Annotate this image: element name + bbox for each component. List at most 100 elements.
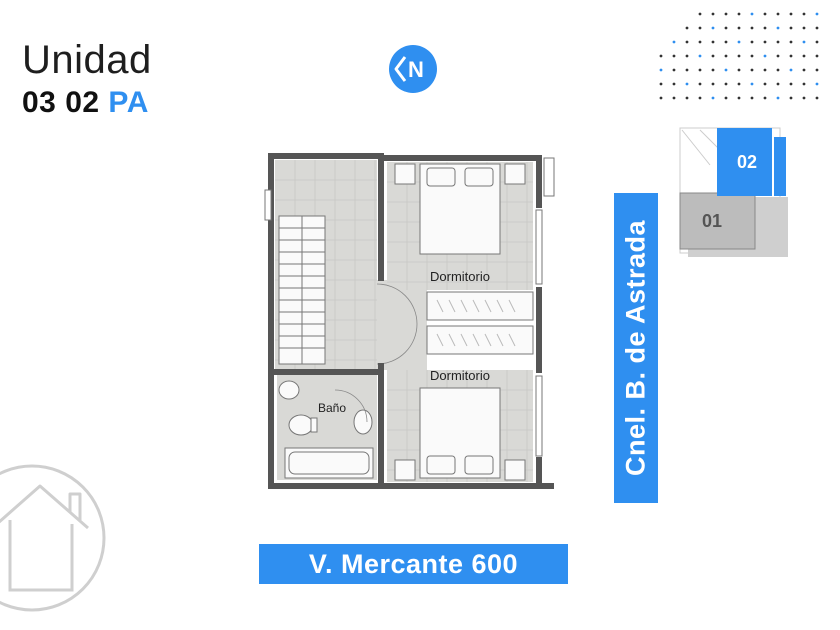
logo-letter: N xyxy=(408,57,424,82)
decorative-dot xyxy=(672,68,676,72)
decorative-dot xyxy=(802,12,806,16)
decorative-dot xyxy=(789,82,793,86)
decorative-dot xyxy=(698,82,702,86)
decorative-dot xyxy=(698,26,702,30)
decorative-dot xyxy=(685,82,689,86)
unit-suffix: PA xyxy=(108,86,149,119)
street-name-side: Cnel. B. de Astrada xyxy=(620,219,651,477)
decorative-dot xyxy=(750,68,754,72)
floor-plan: Dormitorio Dormitorio Baño xyxy=(264,153,555,489)
decorative-dot xyxy=(802,96,806,100)
room-label-bedroom-bottom: Dormitorio xyxy=(430,368,490,383)
unit-number: 03 02 xyxy=(22,86,100,119)
decorative-dot xyxy=(789,54,793,58)
decorative-dot xyxy=(763,82,767,86)
decorative-dot xyxy=(815,96,819,100)
room-label-bedroom-top: Dormitorio xyxy=(430,269,490,284)
wardrobes xyxy=(426,291,534,355)
decorative-dot xyxy=(724,82,728,86)
decorative-dot xyxy=(815,26,819,30)
decorative-dot xyxy=(698,54,702,58)
decorative-dot xyxy=(815,12,819,16)
decorative-dot xyxy=(685,26,689,30)
decorative-dot xyxy=(685,54,689,58)
key-plan: 02 01 xyxy=(679,127,788,257)
decorative-dot xyxy=(711,12,715,16)
decorative-dot xyxy=(698,68,702,72)
decorative-dot xyxy=(711,26,715,30)
decorative-dot xyxy=(711,82,715,86)
windows xyxy=(264,157,555,457)
room-label-bathroom: Baño xyxy=(318,401,346,415)
decorative-dot xyxy=(763,54,767,58)
decorative-dot xyxy=(789,96,793,100)
key-unit-02: 02 xyxy=(737,152,757,172)
decorative-dot xyxy=(776,68,780,72)
decorative-dot xyxy=(802,54,806,58)
decorative-dot xyxy=(737,68,741,72)
decorative-dot xyxy=(737,82,741,86)
decorative-dot xyxy=(737,40,741,44)
decorative-dot xyxy=(672,82,676,86)
decorative-dot xyxy=(659,68,663,72)
decorative-dot xyxy=(724,12,728,16)
street-label-front: V. Mercante 600 xyxy=(259,544,568,584)
decorative-dot xyxy=(711,40,715,44)
decorative-dot xyxy=(776,96,780,100)
decorative-dot xyxy=(815,54,819,58)
decorative-dot xyxy=(763,12,767,16)
decorative-dot xyxy=(698,12,702,16)
decorative-dot xyxy=(750,12,754,16)
decorative-dot xyxy=(802,68,806,72)
decorative-dot xyxy=(776,40,780,44)
decorative-dot xyxy=(685,40,689,44)
decorative-dot xyxy=(698,96,702,100)
decorative-dot xyxy=(776,26,780,30)
decorative-dot xyxy=(750,82,754,86)
bathroom-fixtures xyxy=(278,380,374,479)
decorative-dot xyxy=(802,40,806,44)
bed-top xyxy=(394,163,526,255)
decorative-dot xyxy=(724,26,728,30)
decorative-dot xyxy=(815,82,819,86)
decorative-dot xyxy=(815,68,819,72)
house-watermark-icon xyxy=(0,464,106,612)
decorative-dot xyxy=(672,40,676,44)
decorative-dot xyxy=(789,12,793,16)
decorative-dot xyxy=(789,26,793,30)
decorative-dot xyxy=(750,40,754,44)
decorative-dot xyxy=(659,54,663,58)
decorative-dot xyxy=(659,96,663,100)
decorative-dot xyxy=(763,68,767,72)
decorative-dot xyxy=(672,96,676,100)
decorative-dot xyxy=(750,96,754,100)
decorative-dot xyxy=(763,26,767,30)
decorative-dot xyxy=(724,96,728,100)
decorative-dot xyxy=(750,54,754,58)
decorative-dot xyxy=(776,12,780,16)
decorative-dot xyxy=(789,40,793,44)
decorative-dot xyxy=(802,82,806,86)
decorative-dot xyxy=(737,12,741,16)
decorative-dot xyxy=(724,68,728,72)
decorative-dot xyxy=(685,68,689,72)
decorative-dot xyxy=(815,40,819,44)
decorative-dot xyxy=(737,96,741,100)
street-label-side: Cnel. B. de Astrada xyxy=(614,193,658,503)
decorative-dot xyxy=(763,96,767,100)
decorative-dot xyxy=(776,54,780,58)
decorative-dot-grid xyxy=(659,12,819,100)
decorative-dot xyxy=(711,68,715,72)
decorative-dot xyxy=(711,96,715,100)
decorative-dot xyxy=(737,54,741,58)
key-unit-01: 01 xyxy=(702,211,722,231)
bed-bottom xyxy=(394,387,526,481)
page-title: Unidad xyxy=(22,38,152,82)
decorative-dot xyxy=(659,82,663,86)
decorative-dot xyxy=(724,40,728,44)
brand-logo-icon: N xyxy=(389,45,437,93)
decorative-dot xyxy=(776,82,780,86)
decorative-dot xyxy=(737,26,741,30)
stairs xyxy=(278,215,326,365)
unit-code: 03 02 PA xyxy=(22,86,149,120)
